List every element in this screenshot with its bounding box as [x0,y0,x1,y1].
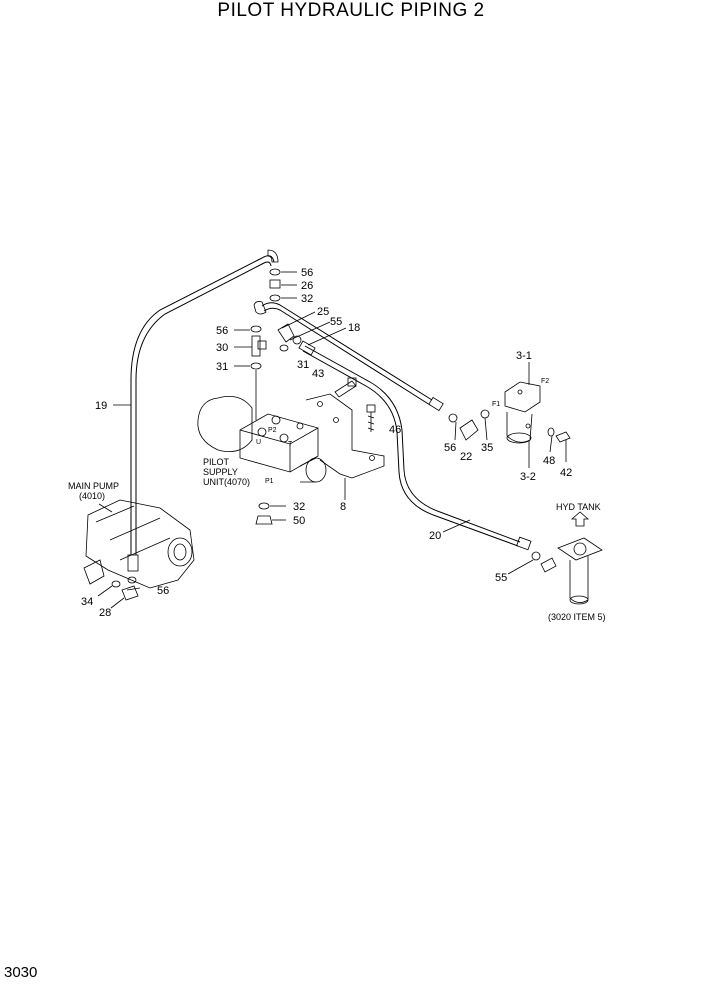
line-filter: F1 F2 [492,378,549,444]
callout-28: 28 [99,607,111,619]
main-pump [83,499,195,601]
elbow-mid [253,301,267,315]
callout-55: 55 [330,316,342,328]
callout-19: 19 [95,400,107,412]
port-t-label: T [288,441,293,448]
port-u-label: U [256,439,261,446]
pilot-supply-label-2: SUPPLY [203,467,238,477]
main-pump-ref: (4010) [79,491,105,501]
pilot-supply-label-1: PILOT [203,457,230,467]
callout-25: 25 [317,306,329,318]
hyd-tank-port [531,511,603,605]
callout-56: 56 [216,325,228,337]
fitting-stack-top [269,268,281,302]
callout-35: 35 [481,442,493,454]
callout-42: 42 [560,467,572,479]
callout-26: 26 [301,280,313,292]
pilot-supply-unit: P2 U T P1 [197,395,327,485]
port-f1-label: F1 [492,401,500,408]
elbow-top [267,249,279,263]
callout-56: 56 [444,442,456,454]
callout-31: 31 [297,359,309,371]
callout-3-1: 3-1 [516,350,532,362]
page-title: PILOT HYDRAULIC PIPING 2 [217,0,485,21]
callout-8: 8 [340,501,346,513]
port-p1-label: P1 [265,478,274,485]
callout-50: 50 [293,515,305,527]
callout-34: 34 [81,596,93,608]
port-f2-label: F2 [541,378,549,385]
callout-55: 55 [495,572,507,584]
plug-50 [255,502,273,525]
component-labels: MAIN PUMP (4010) PILOT SUPPLY UNIT(4070)… [68,457,606,622]
fitting-30 [250,325,267,370]
callout-22: 22 [460,451,472,463]
hyd-tank-ref: (3020 ITEM 5) [548,612,606,622]
callout-20: 20 [429,530,441,542]
bolt-46 [366,404,376,432]
pipe-20 [298,340,532,551]
hyd-tank-label: HYD TANK [556,502,601,512]
callout-56: 56 [157,585,169,597]
leader-lines [97,271,567,609]
callouts: 56 26 32 25 55 18 56 30 31 31 43 19 3-1 … [81,267,572,619]
callout-18: 18 [348,322,360,334]
fitting-25 [277,323,302,352]
main-pump-label: MAIN PUMP [68,481,119,491]
callout-46: 46 [389,424,401,436]
callout-32: 32 [301,293,313,305]
pipe-18 [261,302,444,412]
callout-48: 48 [543,455,555,467]
page-number: 3030 [4,964,38,981]
callout-32: 32 [293,501,305,513]
callout-31: 31 [216,361,228,373]
bracket-8 [305,393,385,479]
callout-30: 30 [216,342,228,354]
port-p2-label: P2 [268,427,277,434]
bolt-43 [334,377,357,398]
callout-3-2: 3-2 [520,471,536,483]
pipe-19 [130,255,275,555]
callout-43: 43 [312,368,324,380]
pilot-supply-label-3: UNIT(4070) [203,477,250,487]
callout-56: 56 [301,267,313,279]
